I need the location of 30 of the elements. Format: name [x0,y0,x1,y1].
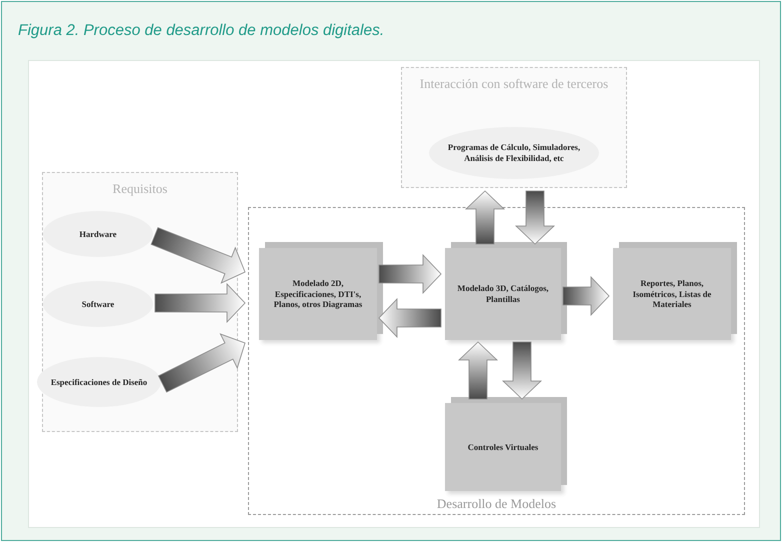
dashed-group-box [248,207,745,515]
process-box [445,248,561,340]
block-arrow [378,254,442,294]
process-box [445,403,561,491]
dashed-group-box [401,67,627,188]
block-arrow [378,298,442,338]
block-arrow [150,227,246,284]
ellipse-node [43,281,153,327]
block-arrow [458,341,498,400]
group-heading: Desarrollo de Modelos [436,496,558,512]
node-label: Modelado 2D, Especificaciones, DTI's, Planos, otros Diagramas [272,278,364,310]
node-label: Reportes, Planos, Isométricos, Listas de Materiales [632,278,712,310]
group-heading: Interacción con software de terceros [418,76,610,92]
block-arrow [158,333,246,393]
node-label: Hardware [78,228,118,240]
process-box [613,248,731,340]
block-arrow [515,190,555,245]
block-arrow [562,276,610,316]
group-heading: Requisitos [112,181,168,197]
ellipse-node [43,211,153,257]
node-label: Modelado 3D, Catálogos, Plantillas [456,283,550,305]
node-label: Especificaciones de Diseño [50,376,148,388]
process-box [259,248,377,340]
block-arrow [154,283,246,323]
node-label: Programas de Cálculo, Simuladores, Análisis de Flexibilidad, etc [446,142,582,164]
figure-title: Figura 2. Proceso de desarrollo de modelos digitales. [18,22,384,40]
block-arrow [502,342,542,400]
node-label: Software [80,298,116,310]
block-arrow [465,190,505,244]
node-label: Controles Virtuales [466,442,540,452]
